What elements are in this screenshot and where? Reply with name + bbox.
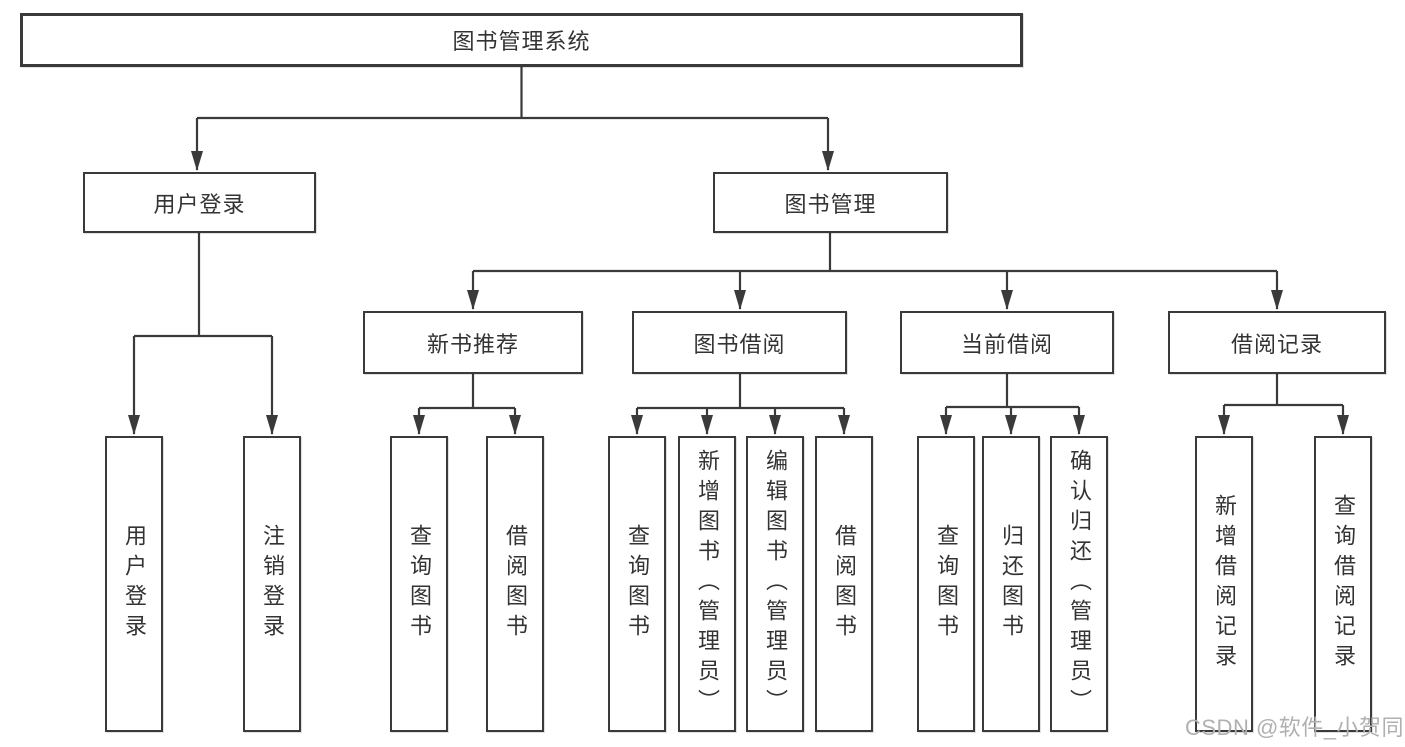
edges-module-current (940, 374, 1085, 435)
leaf-borrow-query-books-label: 查询图书 (625, 524, 650, 644)
leaf-confirm-return-admin-label: 确认归还（管理员） (1067, 449, 1092, 719)
edges-module-recommend (413, 374, 521, 435)
leaf-logout: 注销登录 (243, 436, 301, 732)
edges-module-borrow (631, 374, 850, 435)
edges-module-records (1218, 374, 1349, 435)
node-book-management: 图书管理 (713, 172, 948, 233)
leaf-current-query-books: 查询图书 (917, 436, 975, 732)
node-current-borrow: 当前借阅 (900, 311, 1114, 374)
node-root: 图书管理系统 (20, 13, 1023, 67)
leaf-recommend-borrow-books-label: 借阅图书 (503, 524, 528, 644)
node-root-label: 图书管理系统 (452, 29, 591, 54)
leaf-query-borrow-record: 查询借阅记录 (1314, 436, 1372, 732)
edges-user-login (128, 233, 278, 435)
leaf-confirm-return-admin: 确认归还（管理员） (1050, 436, 1108, 732)
node-user-login-label: 用户登录 (153, 191, 246, 217)
edges-book-mgmt (467, 233, 1283, 310)
node-new-book-recommend: 新书推荐 (363, 311, 583, 374)
leaf-user-login-label: 用户登录 (122, 524, 147, 644)
leaf-recommend-query-books: 查询图书 (390, 436, 448, 732)
leaf-edit-books-admin-label: 编辑图书（管理员） (763, 449, 788, 719)
node-book-borrow-label: 图书借阅 (693, 331, 786, 357)
leaf-add-borrow-record: 新增借阅记录 (1195, 436, 1253, 732)
edges-root (191, 67, 834, 171)
node-book-borrow: 图书借阅 (632, 311, 847, 374)
node-borrow-records: 借阅记录 (1168, 311, 1386, 374)
leaf-borrow-books: 借阅图书 (815, 436, 873, 732)
leaf-edit-books-admin: 编辑图书（管理员） (746, 436, 804, 732)
node-book-management-label: 图书管理 (784, 191, 877, 217)
leaf-add-borrow-record-label: 新增借阅记录 (1212, 494, 1237, 674)
leaf-logout-label: 注销登录 (260, 524, 285, 644)
leaf-return-books: 归还图书 (982, 436, 1040, 732)
node-borrow-records-label: 借阅记录 (1230, 331, 1323, 357)
leaf-add-books-admin-label: 新增图书（管理员） (695, 449, 720, 719)
node-new-book-recommend-label: 新书推荐 (426, 331, 519, 357)
leaf-query-borrow-record-label: 查询借阅记录 (1331, 494, 1356, 674)
leaf-borrow-books-label: 借阅图书 (832, 524, 857, 644)
node-current-borrow-label: 当前借阅 (960, 331, 1053, 357)
leaf-user-login: 用户登录 (105, 436, 163, 732)
leaf-recommend-borrow-books: 借阅图书 (486, 436, 544, 732)
node-user-login: 用户登录 (83, 172, 316, 233)
leaf-return-books-label: 归还图书 (999, 524, 1024, 644)
leaf-add-books-admin: 新增图书（管理员） (678, 436, 736, 732)
leaf-borrow-query-books: 查询图书 (608, 436, 666, 732)
watermark: CSDN @软件_小贺同学 (1185, 715, 1405, 740)
leaf-current-query-books-label: 查询图书 (934, 524, 959, 644)
leaf-recommend-query-books-label: 查询图书 (407, 524, 432, 644)
